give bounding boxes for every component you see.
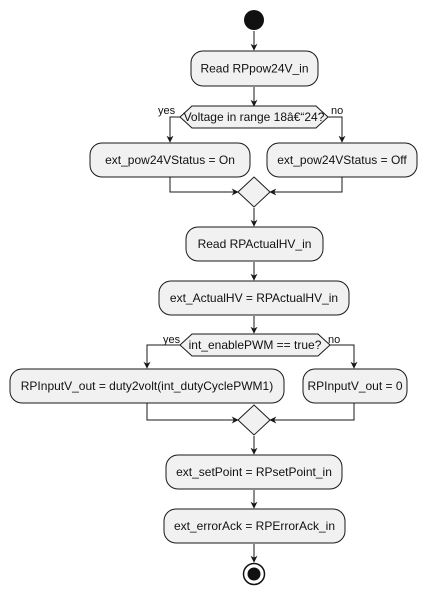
activity-read-hv: Read RPActualHV_in xyxy=(185,226,324,262)
activity-status-off: ext_pow24VStatus = Off xyxy=(266,142,418,178)
branch-voltage-yes-label: yes xyxy=(158,105,176,117)
decision-voltage: Voltage in range 18â€“24? xyxy=(179,105,329,129)
branch-pwm-yes-label: yes xyxy=(163,334,181,346)
activity-input-zero: RPInputV_out = 0 xyxy=(302,368,408,404)
edge-zero-to-merge xyxy=(269,403,355,424)
edge-duty-to-merge xyxy=(146,403,239,424)
edge-pwm-yes xyxy=(143,344,190,369)
activity-input-zero-label: RPInputV_out = 0 xyxy=(307,379,402,393)
branch-voltage-no-label: no xyxy=(331,105,343,117)
activity-status-on: ext_pow24VStatus = On xyxy=(89,142,251,178)
merge-node-voltage xyxy=(237,176,271,208)
activity-error-ack: ext_errorAck = RPErrorAck_in xyxy=(163,508,346,544)
decision-pwm-label: int_enablePWM == true? xyxy=(189,338,322,352)
decision-pwm: int_enablePWM == true? xyxy=(179,333,331,357)
activity-input-duty-label: RPInputV_out = duty2volt(int_dutyCyclePW… xyxy=(21,379,273,393)
activity-read-hv-label: Read RPActualHV_in xyxy=(198,237,312,251)
start-node xyxy=(244,10,264,30)
activity-status-on-label: ext_pow24VStatus = On xyxy=(105,153,235,167)
edge-on-to-merge xyxy=(169,177,239,196)
activity-input-duty: RPInputV_out = duty2volt(int_dutyCyclePW… xyxy=(9,368,285,404)
decision-voltage-label: Voltage in range 18â€“24? xyxy=(184,110,325,124)
branch-pwm-no-label: no xyxy=(328,334,340,346)
activity-assign-hv: ext_ActualHV = RPActualHV_in xyxy=(158,280,350,316)
activity-set-point: ext_setPoint = RPsetPoint_in xyxy=(165,454,343,490)
edge-voltage-no xyxy=(328,116,346,143)
activity-read-pow-label: Read RPpow24V_in xyxy=(200,62,308,76)
activity-assign-hv-label: ext_ActualHV = RPActualHV_in xyxy=(170,291,338,305)
end-node xyxy=(242,562,266,586)
activity-error-ack-label: ext_errorAck = RPErrorAck_in xyxy=(174,519,335,533)
edge-voltage-yes xyxy=(166,116,180,143)
activity-status-off-label: ext_pow24VStatus = Off xyxy=(277,153,407,167)
activity-set-point-label: ext_setPoint = RPsetPoint_in xyxy=(176,465,332,479)
merge-node-pwm xyxy=(237,404,271,436)
edge-off-to-merge xyxy=(269,177,343,196)
activity-read-pow: Read RPpow24V_in xyxy=(190,50,319,87)
